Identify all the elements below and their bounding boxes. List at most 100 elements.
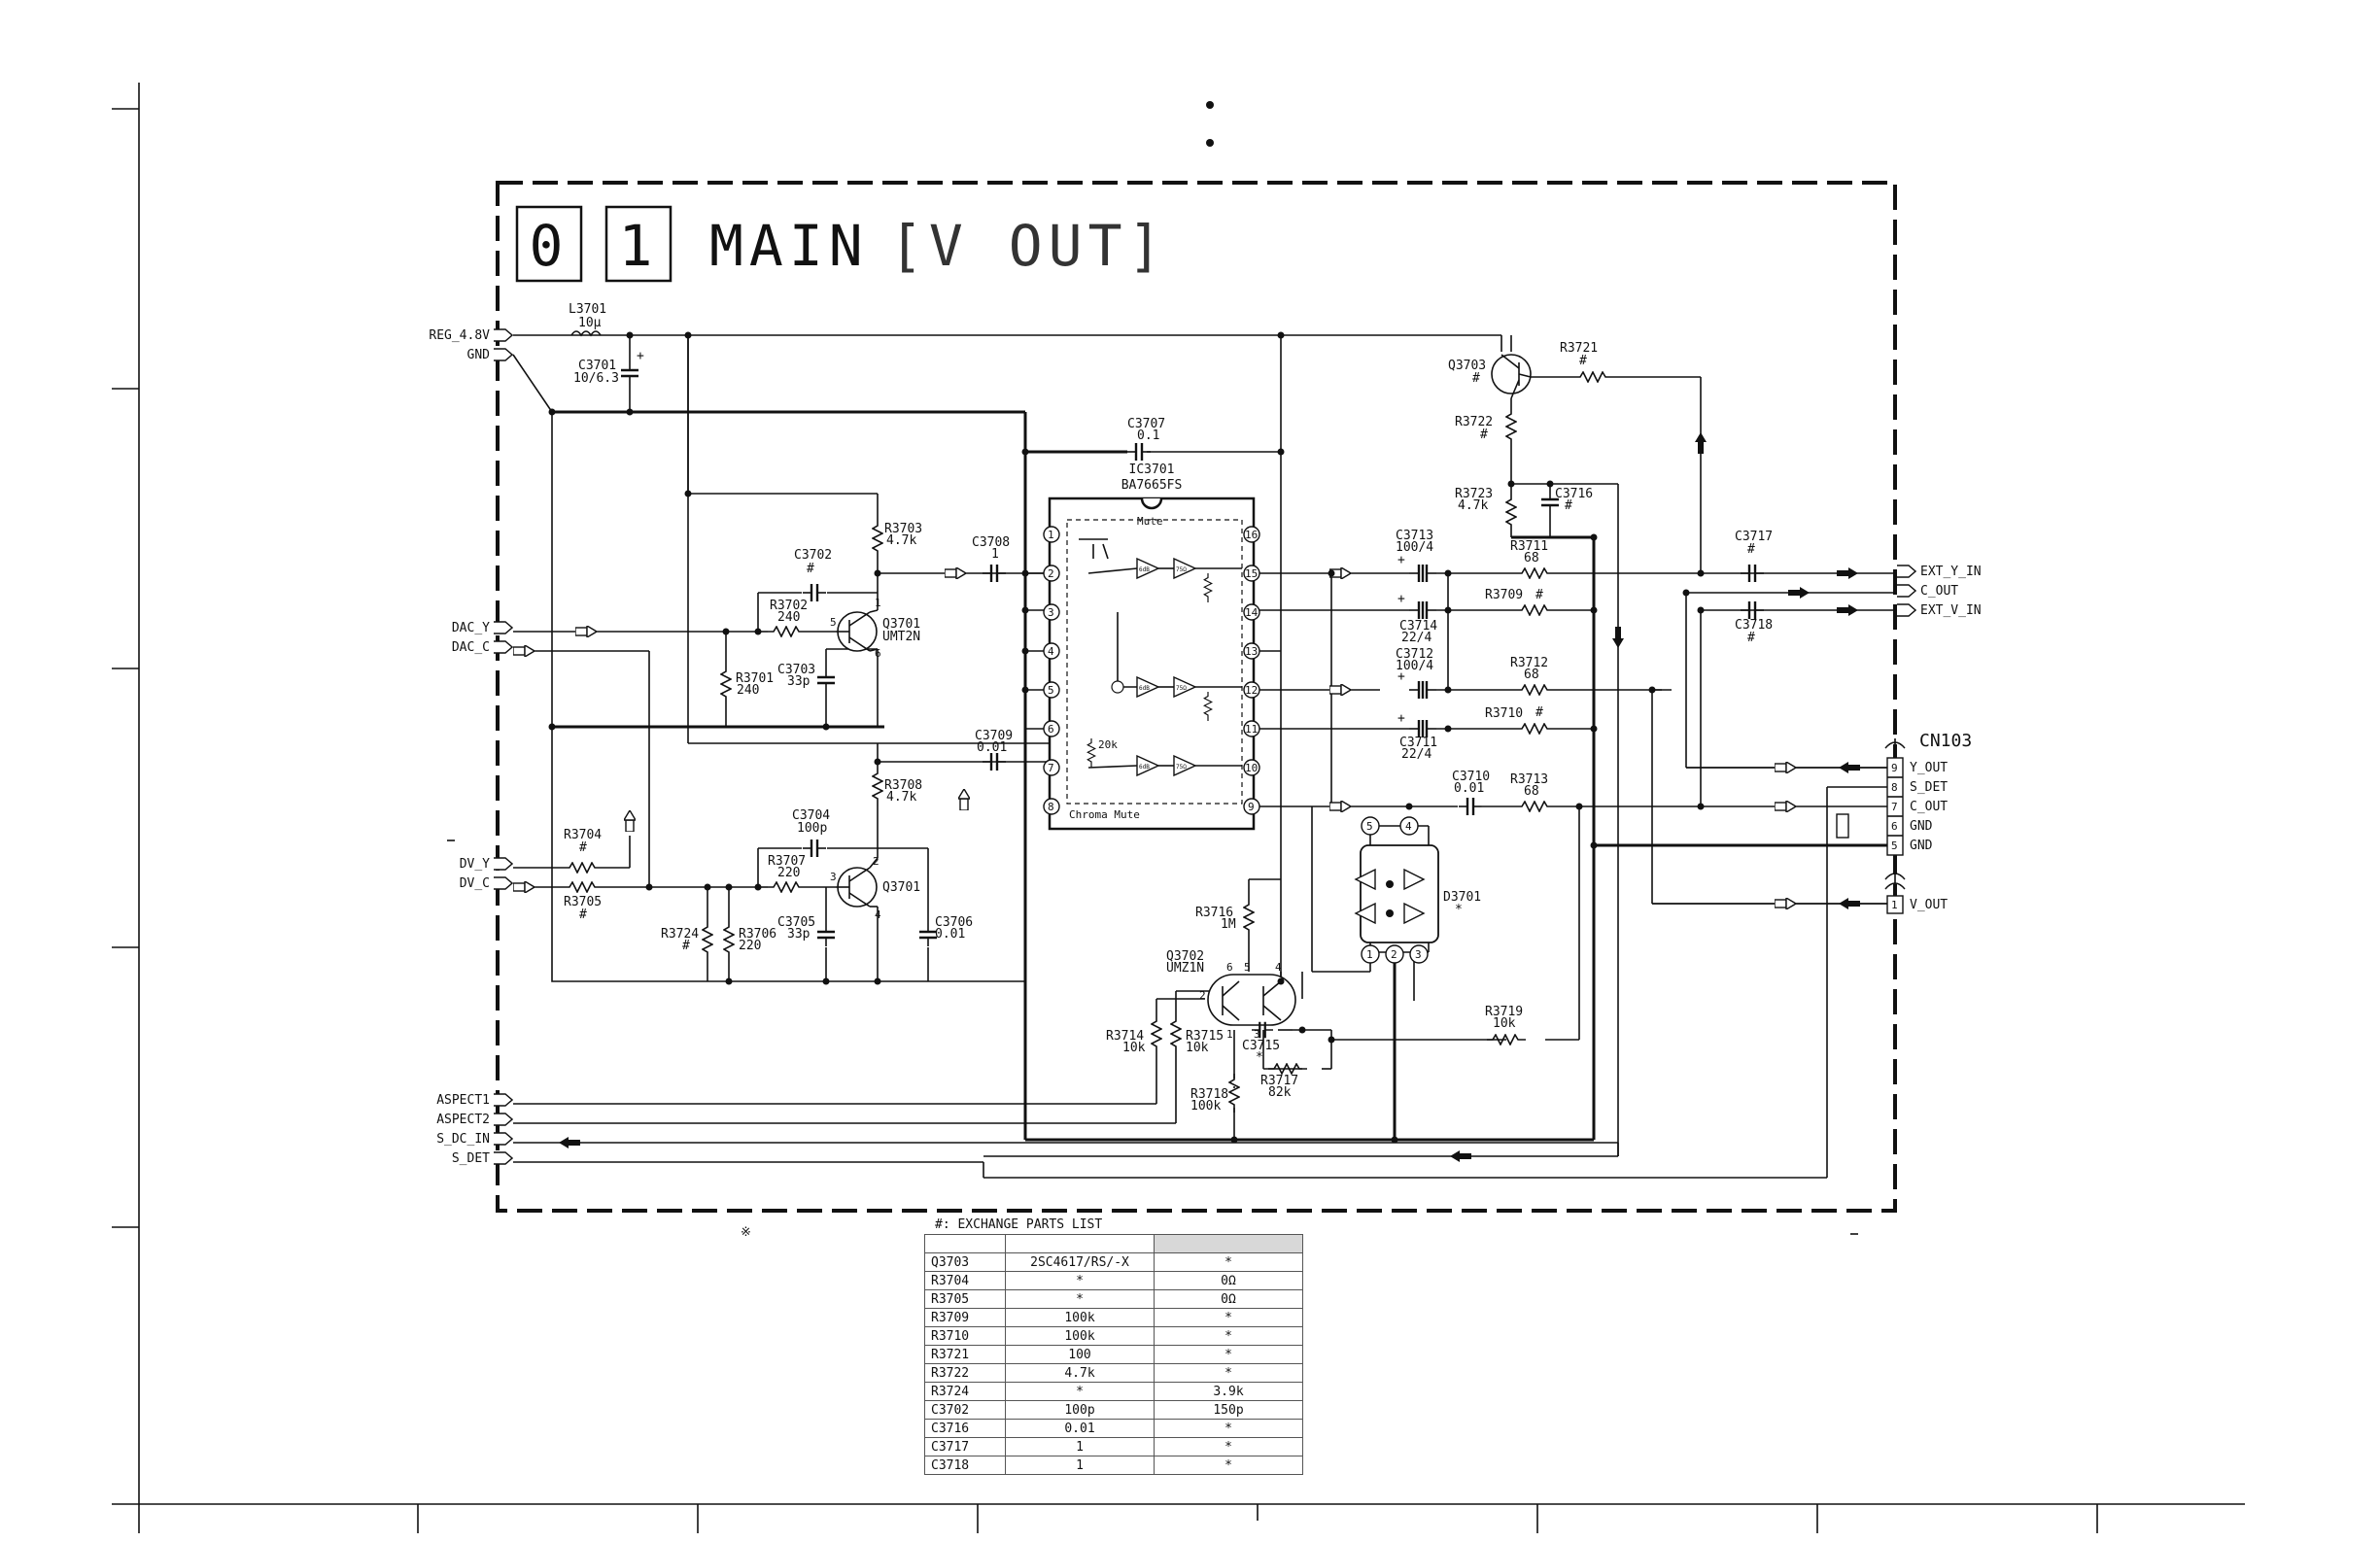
svg-text:11: 11 [1245, 723, 1258, 736]
svg-text:6: 6 [1048, 723, 1054, 736]
transistor-q3702: 2 6 5 4 1 3 Q3702 UMZ1N [1166, 949, 1296, 1041]
svg-text:9: 9 [1891, 762, 1898, 774]
svg-text:#: # [1747, 631, 1755, 645]
table-cell-ref: R3721 [924, 1345, 1006, 1364]
svg-text:R3718: R3718 [1190, 1087, 1228, 1102]
svg-text:R3710: R3710 [1485, 706, 1523, 721]
components: L3701 10μ + C3701 10/6.3 C3707 0.1 R3703… [564, 302, 1773, 1114]
capacitor-c3717: C3717 # [1735, 530, 1773, 583]
svg-text:22/4: 22/4 [1401, 747, 1431, 762]
resistor-r3710: R3710 # [1485, 705, 1555, 735]
table-cell-value-b: * [1154, 1252, 1303, 1272]
title-block: 0 1 MAIN [V OUT] [515, 205, 1161, 283]
capacitor-c3702: C3702 # [794, 548, 832, 602]
port-reg-4-8v: REG_4.8V [429, 328, 490, 343]
svg-text:R3707: R3707 [768, 854, 806, 869]
table-cell-ref: C3702 [924, 1400, 1006, 1420]
port-c-out: C_OUT [1920, 584, 1958, 599]
page-title: MAIN [709, 213, 869, 279]
svg-text:8: 8 [1048, 801, 1054, 813]
table-cell-value-a: * [1005, 1271, 1155, 1290]
title-box-1: 0 [530, 213, 569, 279]
svg-text:Q3701: Q3701 [882, 617, 920, 632]
connector-name: CN103 [1919, 731, 1972, 751]
svg-text:0.1: 0.1 [1137, 428, 1159, 443]
resistor-r3714: R3714 10k [1106, 1015, 1162, 1055]
table-cell-value-b: 3.9k [1154, 1382, 1303, 1401]
svg-text:#: # [807, 562, 814, 576]
svg-text:2: 2 [873, 855, 880, 868]
table-row: R3705*0Ω [924, 1289, 1303, 1309]
capacitor-c3704: C3704 100p [792, 808, 830, 858]
table-header-row [924, 1234, 1303, 1253]
table-cell-ref: R3710 [924, 1326, 1006, 1346]
svg-text:2: 2 [1199, 989, 1206, 1002]
amp-label-4: 75Ω [1176, 566, 1187, 573]
svg-text:C3716: C3716 [1555, 487, 1593, 501]
capacitor-c3708: C3708 1 [972, 535, 1010, 583]
table-cell-ref: C3717 [924, 1437, 1006, 1456]
svg-text:1: 1 [1226, 1028, 1233, 1041]
svg-text:R3705: R3705 [564, 895, 602, 909]
svg-text:9: 9 [1248, 801, 1255, 813]
capacitor-c3718: C3718 # [1735, 600, 1773, 645]
capacitor-c3703: C3703 33p [777, 663, 836, 692]
svg-text:13: 13 [1245, 645, 1258, 658]
capacitor-c3710: C3710 0.01 [1452, 770, 1490, 816]
port-dv-y: DV_Y [460, 857, 490, 872]
svg-text:82k: 82k [1268, 1085, 1292, 1100]
table-cell-value-a: 100p [1005, 1400, 1155, 1420]
port-aspect2: ASPECT2 [436, 1113, 490, 1127]
amp-label-6: 75Ω [1176, 764, 1187, 771]
svg-text:L3701: L3701 [569, 302, 606, 317]
transistor-q3703: Q3703 # [1448, 354, 1532, 399]
svg-text:R3714: R3714 [1106, 1029, 1144, 1044]
svg-text:3: 3 [1048, 606, 1054, 619]
ic3701-chroma-mute-label: Chroma Mute [1069, 808, 1140, 821]
svg-text:4: 4 [1275, 961, 1282, 974]
ic3701-res-label: 20k [1098, 738, 1118, 751]
svg-text:C3704: C3704 [792, 808, 830, 823]
svg-text:UMT2N: UMT2N [882, 630, 920, 644]
svg-text:C3715: C3715 [1242, 1039, 1280, 1053]
svg-text:#: # [1480, 428, 1488, 442]
resistor-r3717: R3717 82k [1260, 1063, 1307, 1100]
table-cell-value-b: * [1154, 1363, 1303, 1383]
left-ports: REG_4.8V GND DAC_Y DAC_C DV_Y DV_C ASPEC… [429, 328, 513, 1166]
svg-text:C3706: C3706 [935, 915, 973, 930]
svg-text:1: 1 [1366, 948, 1373, 961]
table-cell-ref: C3718 [924, 1456, 1006, 1475]
svg-text:8: 8 [1891, 781, 1898, 794]
svg-text:+: + [1397, 592, 1405, 606]
svg-text:Q3703: Q3703 [1448, 359, 1486, 373]
svg-text:#: # [682, 939, 690, 953]
svg-text:R3717: R3717 [1260, 1074, 1298, 1088]
ic3701-mute-label: Mute [1137, 515, 1163, 528]
svg-text:#: # [1565, 498, 1572, 513]
amp-label-2: 6dB [1139, 685, 1150, 692]
svg-text:5: 5 [1891, 840, 1898, 852]
svg-text:#: # [1535, 705, 1543, 720]
table-cell-value-b: * [1154, 1437, 1303, 1456]
svg-text:5: 5 [1366, 820, 1373, 833]
port-gnd: GND [467, 348, 491, 362]
svg-text:R3702: R3702 [770, 599, 808, 613]
table-cell-ref: R3709 [924, 1308, 1006, 1327]
table-cell-value-b: 150p [1154, 1400, 1303, 1420]
table-cell-ref: C3716 [924, 1419, 1006, 1438]
port-ext-v-in: EXT_V_IN [1920, 603, 1982, 618]
svg-text:100p: 100p [797, 821, 827, 836]
svg-text:D3701: D3701 [1443, 890, 1481, 905]
svg-text:6: 6 [875, 647, 881, 660]
svg-text:C3703: C3703 [777, 663, 815, 677]
title-box-2: 1 [619, 213, 659, 279]
svg-text:68: 68 [1524, 668, 1539, 682]
table-cell-value-a: * [1005, 1289, 1155, 1309]
amp-label-1: 6dB [1139, 566, 1150, 573]
svg-text:*: * [1256, 1050, 1263, 1065]
port-s-det: S_DET [452, 1151, 490, 1166]
